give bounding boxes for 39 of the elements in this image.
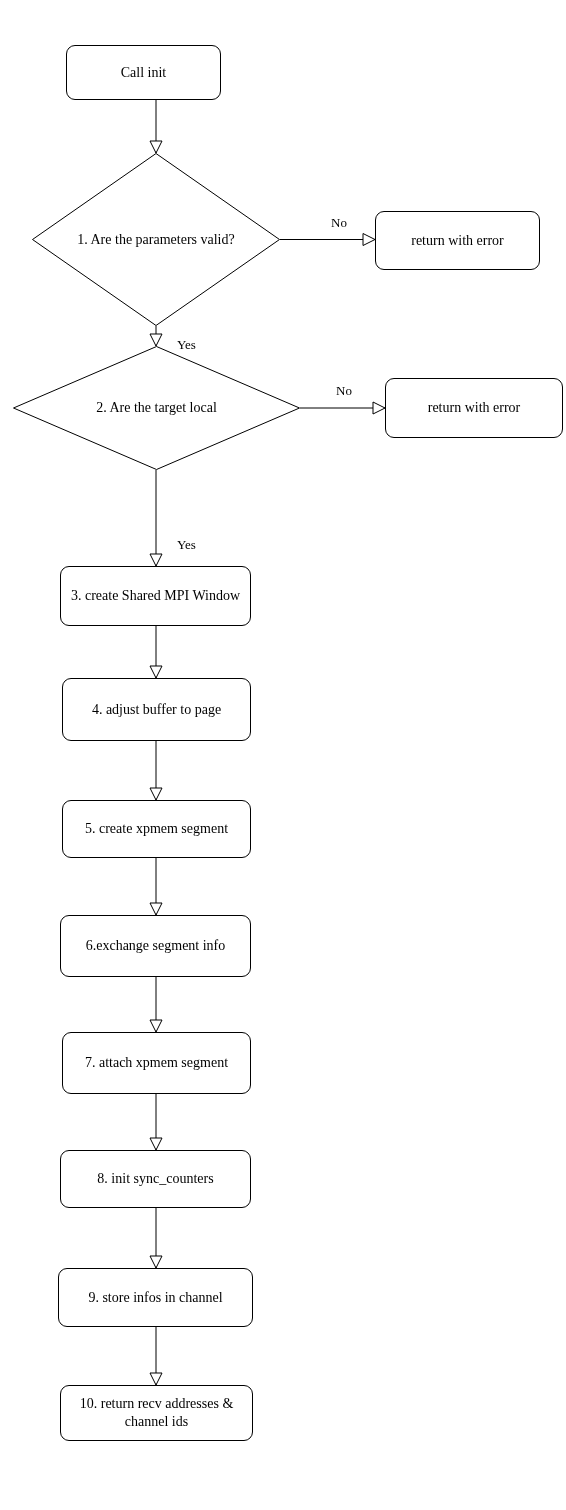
arrow — [149, 857, 163, 916]
arrow — [149, 1093, 163, 1151]
step-text: 6.exchange segment info — [85, 937, 226, 955]
step-text: 4. adjust buffer to page — [91, 700, 222, 719]
step-text: 7. attach xpmem segment — [84, 1054, 229, 1072]
step-text: 5. create xpmem segment — [84, 820, 229, 838]
decision-diamond — [32, 153, 280, 326]
arrow — [149, 976, 163, 1033]
arrow — [149, 625, 163, 679]
arrow — [149, 1207, 163, 1269]
process-box — [66, 45, 221, 100]
process-box — [60, 566, 251, 626]
step-text: Call init — [120, 63, 167, 82]
process-box — [62, 678, 251, 741]
arrow — [279, 233, 376, 246]
decision-text: 2. Are the target local — [95, 399, 218, 417]
edge-label: No — [335, 384, 353, 397]
step-text: 3. create Shared MPI Window — [70, 587, 241, 605]
edge-label: Yes — [176, 538, 197, 551]
process-box — [385, 378, 563, 438]
arrow — [149, 325, 163, 347]
process-box — [62, 1032, 251, 1094]
process-box — [62, 800, 251, 858]
arrow — [149, 99, 163, 154]
step-text: 10. return recv addresses & channel ids — [78, 1395, 235, 1431]
arrow — [299, 401, 386, 415]
process-box — [60, 915, 251, 977]
arrow — [149, 469, 163, 567]
process-box — [60, 1385, 253, 1441]
process-box — [375, 211, 540, 270]
arrow — [149, 740, 163, 801]
process-box — [58, 1268, 253, 1327]
step-text: return with error — [411, 231, 504, 250]
step-text: 8. init sync_counters — [97, 1170, 214, 1188]
step-text: 9. store infos in channel — [88, 1288, 223, 1307]
step-text: return with error — [427, 399, 521, 417]
decision-text: 1. Are the parameters valid? — [76, 230, 236, 249]
process-box — [60, 1150, 251, 1208]
arrow — [149, 1326, 163, 1386]
